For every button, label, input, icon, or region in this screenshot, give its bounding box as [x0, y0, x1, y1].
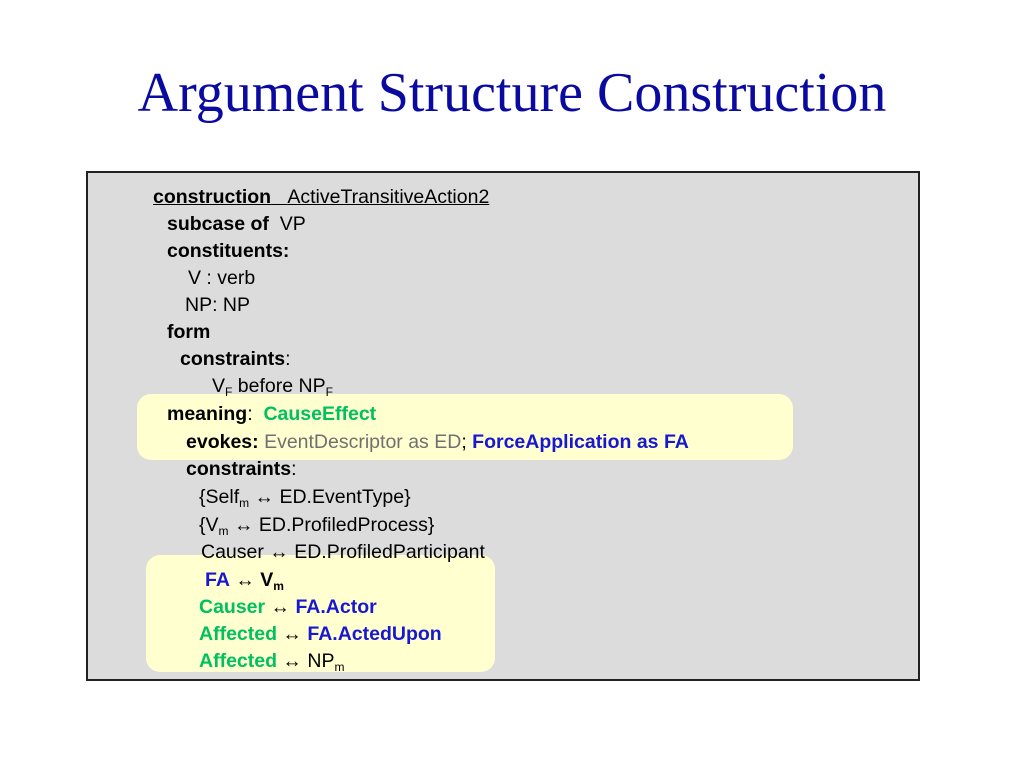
meaning-keyword: meaning — [167, 403, 248, 425]
line-binding-affected-actedupon: Affected ↔ FA.ActedUpon — [199, 623, 442, 645]
evokes-keyword: evokes: — [186, 431, 259, 453]
constituents-keyword: constituents: — [167, 240, 290, 262]
subcase-value: VP — [279, 213, 306, 235]
line-form: form — [167, 320, 210, 344]
line-constraint-v: {Vm ↔ ED.ProfiledProcess} — [199, 514, 435, 538]
meaning-schema: CauseEffect — [263, 403, 377, 425]
line-meaning: meaning: CauseEffect — [167, 403, 377, 425]
meaning-constraints-keyword: constraints — [186, 458, 292, 480]
form-constraints-keyword: constraints — [180, 348, 286, 370]
line-constituent-v: V : verb — [188, 266, 255, 290]
line-constituent-np: NP: NP — [185, 293, 250, 317]
construction-name: ActiveTransitiveAction2 — [287, 186, 490, 208]
line-binding-affected-np: Affected ↔ NPm — [199, 650, 345, 674]
line-subcase: subcase of VP — [167, 212, 306, 236]
line-meaning-constraints: constraints: — [186, 458, 297, 480]
construction-keyword: construction — [153, 186, 272, 208]
slide-title: Argument Structure Construction — [137, 62, 887, 124]
line-form-constraint-order: VF before NPF — [212, 375, 333, 399]
line-constraint-causer: Causer ↔ ED.ProfiledParticipant — [201, 541, 485, 563]
evoked-event-descriptor: EventDescriptor as ED — [264, 431, 462, 453]
line-constituents: constituents: — [167, 239, 289, 263]
constituent-v: V : verb — [188, 267, 256, 289]
line-binding-fa: FA ↔ Vm — [205, 569, 284, 593]
line-form-constraints: constraints: — [180, 348, 291, 370]
subcase-keyword: subcase of — [167, 213, 269, 235]
line-binding-causer: Causer ↔ FA.Actor — [199, 596, 377, 618]
line-construction: construction ActiveTransitiveAction2 — [153, 185, 489, 209]
line-evokes: evokes: EventDescriptor as ED; ForceAppl… — [186, 431, 689, 453]
form-keyword: form — [167, 321, 211, 343]
constituent-np: NP: NP — [185, 294, 251, 316]
line-constraint-self: {Selfm ↔ ED.EventType} — [199, 486, 411, 510]
meaning-highlight — [137, 394, 793, 460]
evoked-force-application: ForceApplication as FA — [472, 431, 689, 453]
binding-highlight — [146, 555, 495, 672]
